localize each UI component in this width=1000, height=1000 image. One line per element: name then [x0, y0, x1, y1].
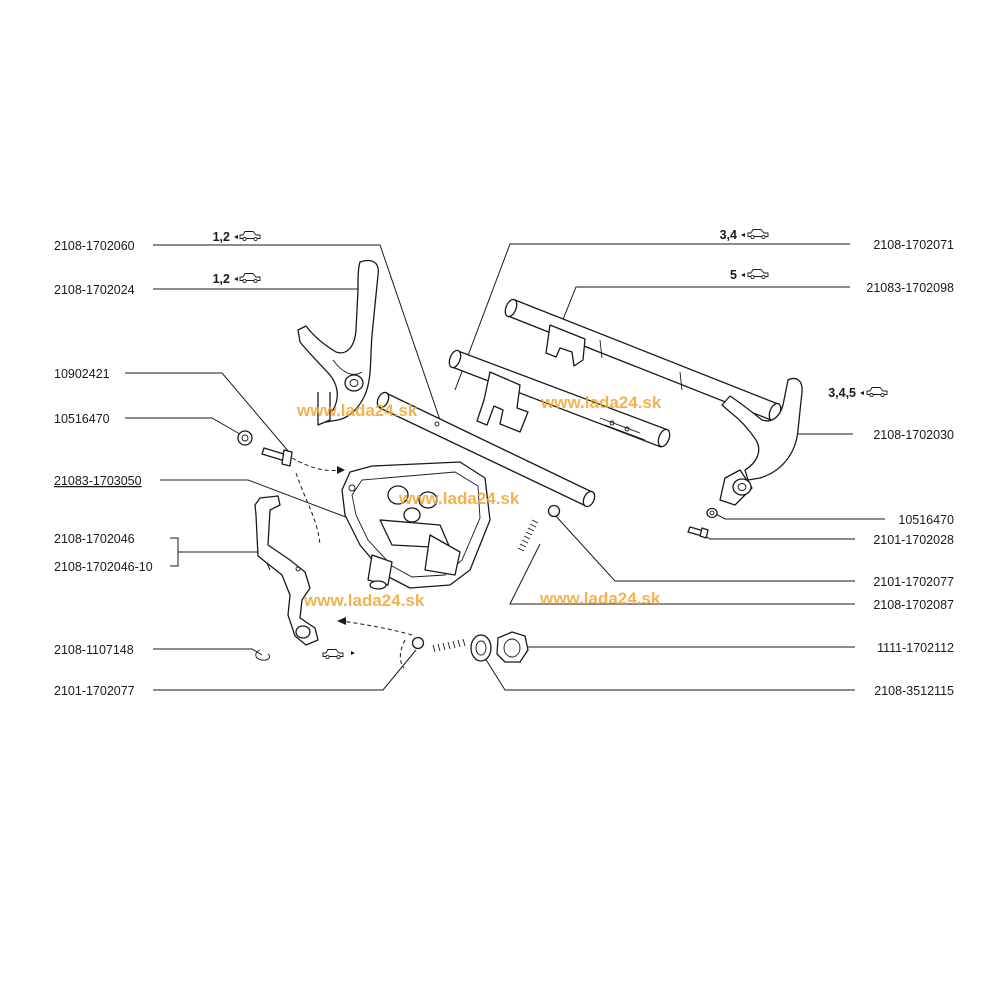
watermark: www.lada24.sk — [296, 401, 418, 420]
label-21083-1703050: 21083-1703050 — [54, 474, 142, 488]
label-2108-1702046-10: 2108-1702046-10 — [54, 560, 153, 574]
car-icon — [322, 649, 344, 660]
label-1111-1702112: 1111-1702112 — [877, 641, 954, 655]
watermark: www.lada24.sk — [398, 489, 520, 508]
plug-1111-1702112 — [496, 631, 529, 663]
car-icon — [239, 231, 261, 242]
car-icon — [747, 229, 769, 240]
shift-fork-12 — [297, 259, 379, 426]
car-icon — [747, 269, 769, 280]
circlip-2108-1107148 — [255, 649, 271, 661]
label-2101-1702028: 2101-1702028 — [873, 533, 954, 547]
label-2108-1702060: 2108-1702060 — [54, 239, 135, 253]
label-2108-3512115: 2108-3512115 — [874, 684, 954, 698]
washer-10516470-right — [706, 507, 718, 519]
selector-lever — [254, 495, 319, 646]
ball-2101-1702077-left — [411, 636, 425, 650]
spring-2108-1702087 — [517, 519, 539, 552]
bolt-2101-1702028 — [687, 526, 709, 539]
car-icon — [866, 387, 888, 398]
label-2108-1702024: 2108-1702024 — [54, 283, 135, 297]
gear-note-shaft-34: 3,4 — [720, 228, 737, 242]
label-2108-1702046: 2108-1702046 — [54, 532, 135, 546]
label-10902421: 10902421 — [54, 367, 110, 381]
spring-lower — [432, 638, 466, 653]
washer-10516470-left — [237, 430, 253, 446]
watermark: www.lada24.sk — [540, 393, 662, 412]
selector-mechanism — [341, 461, 491, 590]
label-2108-1702071: 2108-1702071 — [873, 238, 954, 252]
watermark: www.lada24.sk — [539, 589, 661, 608]
ball-2101-1702077-right — [547, 504, 561, 518]
gear-note-fork-345: 3,4,5 — [828, 386, 856, 400]
gear-note-fork-12: 1,2 — [213, 272, 230, 286]
label-2108-1702030: 2108-1702030 — [873, 428, 954, 442]
part-drawings — [237, 259, 803, 669]
label-21083-1702098: 21083-1702098 — [866, 281, 954, 295]
shift-rod-12 — [376, 391, 596, 508]
car-icon — [239, 273, 261, 284]
gear-note-shaft-5: 5 — [730, 268, 737, 282]
label-2101-1702077-right: 2101-1702077 — [873, 575, 954, 589]
bolt-10902421 — [261, 447, 293, 467]
label-2108-1107148: 2108-1107148 — [54, 643, 134, 657]
gasket-2108-3512115 — [470, 634, 492, 662]
label-2101-1702077-left: 2101-1702077 — [54, 684, 135, 698]
shift-rod-34 — [448, 349, 671, 448]
label-10516470-right: 10516470 — [898, 513, 954, 527]
label-2108-1702087: 2108-1702087 — [873, 598, 954, 612]
gear-note-shaft-12: 1,2 — [213, 230, 230, 244]
shift-fork-345 — [719, 377, 803, 506]
watermark: www.lada24.sk — [303, 591, 425, 610]
label-10516470-left: 10516470 — [54, 412, 110, 426]
